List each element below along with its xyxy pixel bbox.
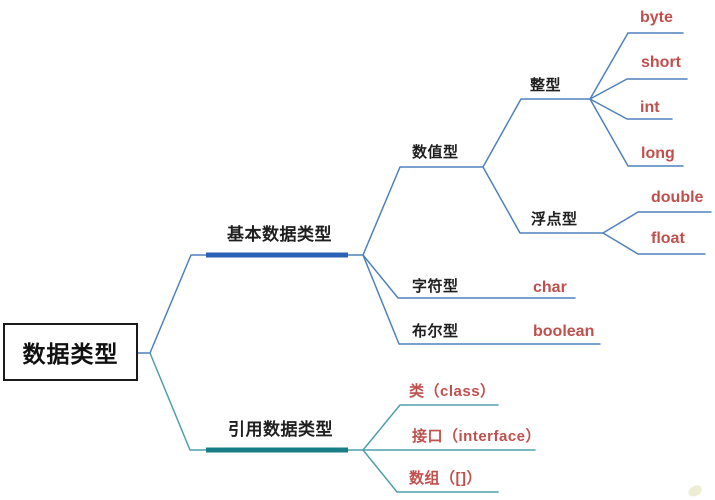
node-numeric: 数值型 — [412, 144, 459, 161]
leaf-double: double — [651, 189, 704, 206]
node-boolean-cn: 布尔型 — [412, 323, 459, 340]
leaf-class: 类（class） — [409, 383, 496, 400]
root-label: 数据类型 — [22, 341, 119, 367]
edge-reference-to-class — [362, 404, 499, 451]
leaf-float: float — [651, 230, 685, 247]
leaf-array: 数组（[]） — [409, 470, 482, 487]
edge-floating-to-float — [602, 232, 706, 255]
node-root: 数据类型 — [3, 323, 138, 381]
edge-reference-to-array — [362, 449, 499, 493]
edge-root-to-reference — [149, 352, 209, 451]
leaf-char: char — [533, 279, 567, 296]
leaf-int: int — [640, 99, 660, 116]
edge-numeric-to-integer — [482, 98, 591, 168]
edge-integer-to-long — [589, 98, 684, 167]
node-floating: 浮点型 — [531, 211, 578, 228]
edge-primitive-to-boolean — [362, 254, 601, 345]
edge-numeric-to-floating — [482, 166, 604, 234]
edge-primitive-to-character — [362, 254, 576, 299]
leaf-boolean: boolean — [533, 323, 595, 340]
leaf-short: short — [641, 54, 681, 71]
edge-integer-to-short — [589, 78, 688, 100]
leaf-byte: byte — [640, 9, 673, 26]
edge-integer-to-byte — [589, 32, 684, 100]
edge-root-to-primitive — [137, 254, 209, 354]
node-integer: 整型 — [530, 77, 562, 94]
leaf-long: long — [641, 145, 675, 162]
edge-floating-to-double — [602, 211, 712, 234]
node-character: 字符型 — [412, 278, 459, 295]
node-reference-types: 引用数据类型 — [228, 420, 333, 439]
edge-primitive-to-numeric — [362, 166, 484, 256]
edge-integer-to-int — [589, 98, 673, 120]
node-primitive-types: 基本数据类型 — [227, 225, 332, 244]
leaf-interface: 接口（interface） — [412, 428, 542, 445]
